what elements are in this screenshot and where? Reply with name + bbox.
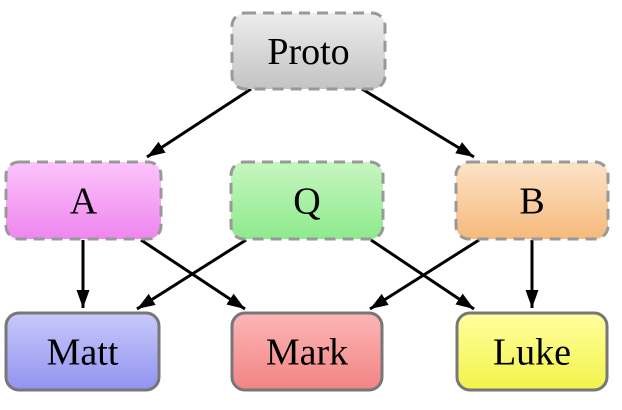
node-label-b: B: [519, 180, 544, 222]
node-proto: Proto: [230, 11, 387, 91]
node-box-luke: [455, 311, 609, 392]
edge-proto-a: [146, 87, 252, 159]
node-label-mark: Mark: [266, 331, 348, 373]
edge-q-matt: [136, 238, 247, 311]
edge-b-mark: [369, 238, 480, 311]
node-box-q: [229, 160, 385, 241]
edge-proto-b: [361, 87, 475, 159]
node-mark: Mark: [230, 311, 384, 392]
node-label-luke: Luke: [493, 331, 571, 373]
node-label-proto: Proto: [267, 31, 349, 73]
node-a: A: [4, 160, 163, 241]
node-q: Q: [229, 160, 385, 241]
node-box-proto: [230, 11, 387, 91]
node-matt: Matt: [4, 311, 161, 392]
node-box-mark: [230, 311, 384, 392]
node-box-matt: [4, 311, 161, 392]
node-box-a: [4, 160, 163, 241]
node-b: B: [454, 160, 610, 241]
node-label-q: Q: [293, 180, 320, 222]
node-label-a: A: [70, 180, 98, 222]
node-luke: Luke: [455, 311, 609, 392]
node-box-b: [454, 160, 610, 241]
node-label-matt: Matt: [47, 331, 119, 373]
